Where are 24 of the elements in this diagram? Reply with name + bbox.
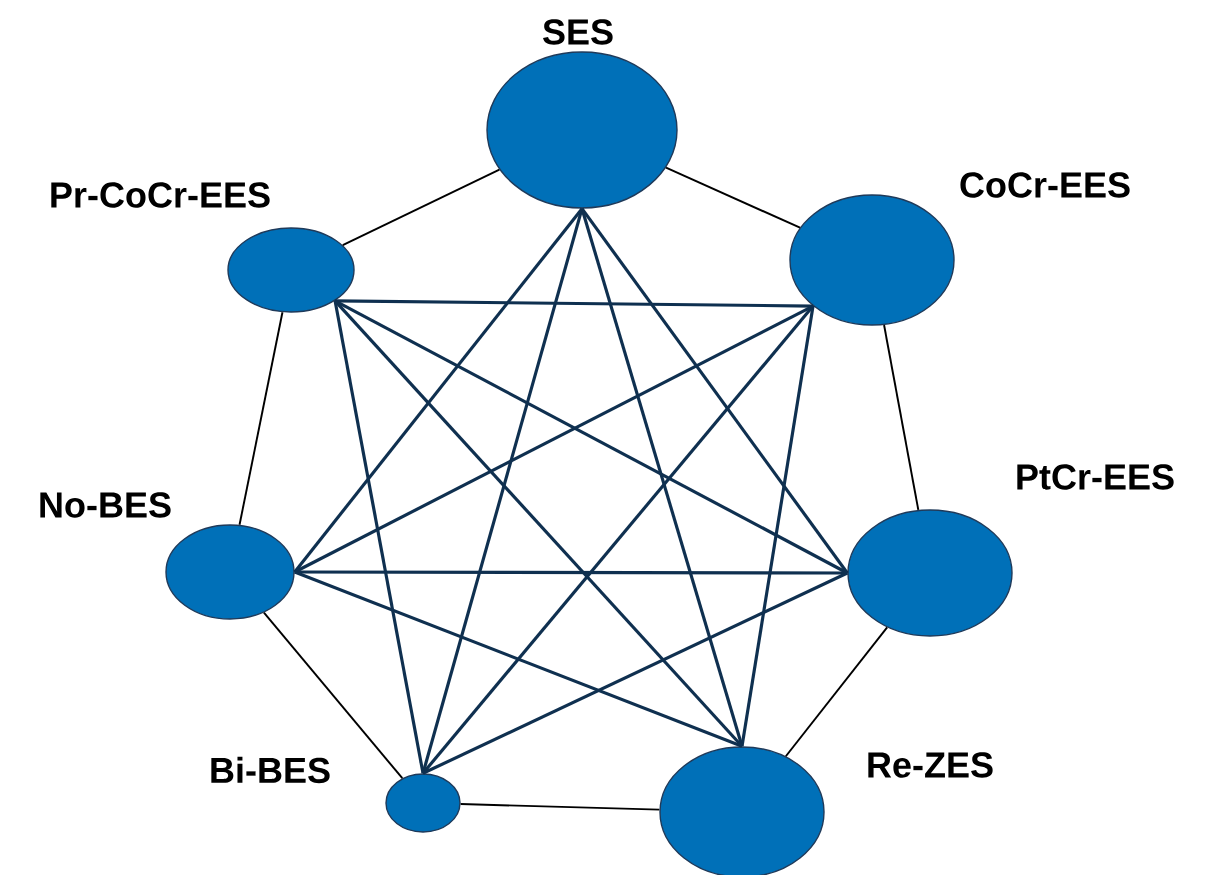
node-label: Pr-CoCr-EES [51,182,270,208]
network-line [784,626,889,758]
network-line [294,570,848,575]
network-line [335,299,814,308]
node-label: Bi-BES [211,756,330,784]
node-label: PtCr-EES [1017,464,1174,490]
network-line [334,299,849,575]
network-line [333,300,425,774]
network-line [262,611,404,780]
network-line [665,166,801,229]
network-line [294,304,814,574]
node-label: Re-ZES [868,752,993,778]
network-line [341,168,501,247]
network-line [580,207,849,574]
network-line [422,571,848,775]
network-line [883,324,920,511]
network-line [459,803,661,811]
node-label: CoCr-EES [960,172,1130,198]
network-line [294,570,743,748]
node-label: SES [543,19,613,45]
network-line [238,311,284,526]
network-line [293,207,584,573]
node-label: No-BES [40,492,171,518]
network-line [740,305,815,747]
